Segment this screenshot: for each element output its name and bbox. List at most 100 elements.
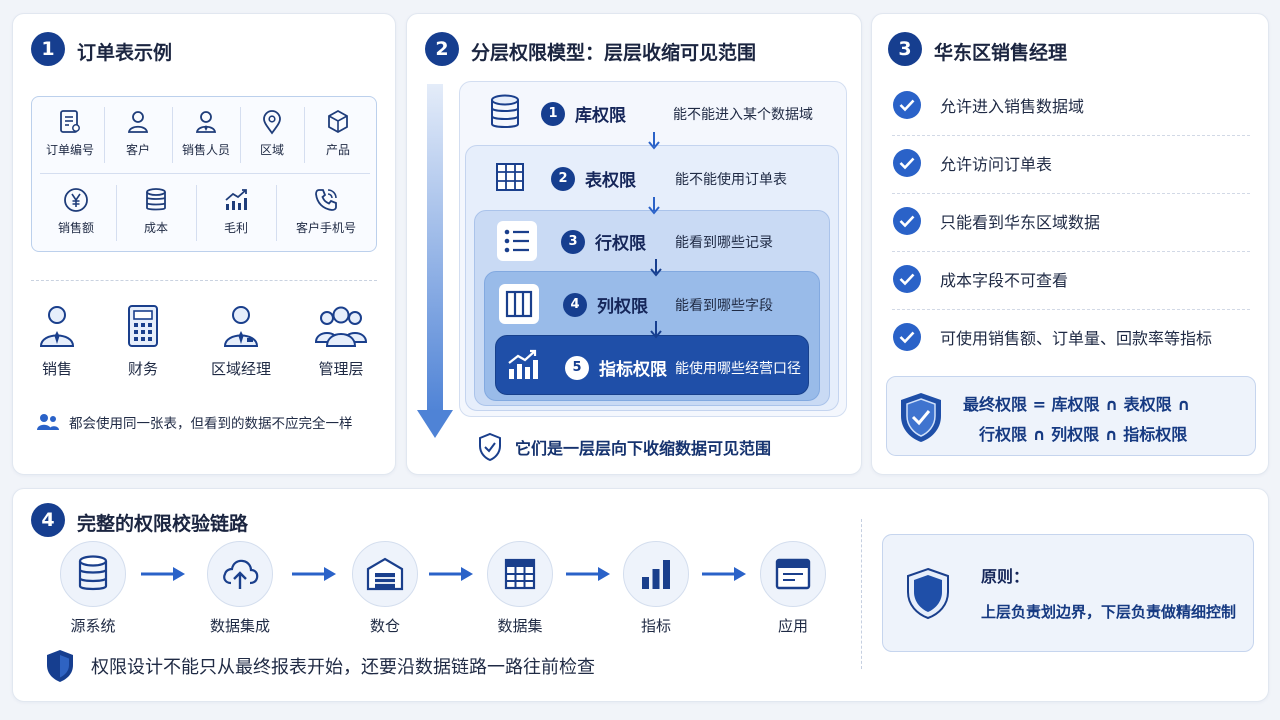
section-title: 完整的权限校验链路 bbox=[77, 513, 249, 535]
note-text: 都会使用同一张表，但看到的数据不应完全一样 bbox=[69, 416, 353, 432]
role-label: 区域经理 bbox=[210, 360, 271, 378]
field-label: 成本 bbox=[143, 221, 168, 235]
order-table-example-panel: 1 订单表示例 订单编号 客户 销售人员 bbox=[12, 13, 396, 475]
permission-check-item: 只能看到华东区域数据 bbox=[892, 206, 1250, 236]
node-label: 数据集 bbox=[497, 617, 543, 635]
role-regional-manager: 区域经理 bbox=[199, 304, 283, 379]
field-gross-profit: 毛利 bbox=[196, 187, 276, 236]
field-label: 销售额 bbox=[57, 221, 94, 235]
final-permission-formula-line1: 最终权限 = 库权限 ∩ 表权限 ∩ bbox=[963, 395, 1191, 414]
field-label: 毛利 bbox=[223, 221, 248, 235]
layer-3-label: 3 行权限 bbox=[561, 229, 646, 254]
principle-box: 原则： 上层负责划边界，下层负责做精细控制 bbox=[882, 534, 1254, 652]
permission-check-item: 成本字段不可查看 bbox=[892, 264, 1250, 294]
right-arrow-icon bbox=[566, 565, 612, 583]
database-icon bbox=[489, 94, 521, 130]
app-window-icon bbox=[775, 558, 811, 590]
role-sales: 销售 bbox=[29, 304, 85, 379]
layer-5-label: 5 指标权限 bbox=[565, 355, 667, 380]
field-label: 客户 bbox=[125, 143, 150, 157]
node-label: 数据集成 bbox=[209, 617, 270, 635]
chain-node-data-integration: 数据集成 bbox=[190, 541, 290, 636]
field-label: 销售人员 bbox=[181, 143, 230, 157]
divider bbox=[892, 193, 1250, 194]
check-circle-icon bbox=[892, 90, 922, 120]
phone-icon bbox=[313, 187, 339, 213]
box-icon bbox=[326, 109, 350, 135]
permission-check-item: 允许进入销售数据域 bbox=[892, 90, 1250, 120]
layer-name: 库权限 bbox=[575, 106, 626, 126]
chain-node-source-system: 源系统 bbox=[43, 541, 143, 636]
layer-name: 列权限 bbox=[597, 297, 648, 317]
right-arrow-icon bbox=[702, 565, 748, 583]
manager-icon bbox=[221, 304, 261, 348]
chain-node-dataset: 数据集 bbox=[470, 541, 570, 636]
divider bbox=[892, 135, 1250, 136]
bar-chart-icon bbox=[639, 557, 673, 591]
node-circle bbox=[352, 541, 418, 607]
node-label: 源系统 bbox=[70, 617, 116, 635]
group-icon bbox=[315, 304, 367, 348]
section-title: 订单表示例 bbox=[77, 42, 173, 64]
right-arrow-icon bbox=[141, 565, 187, 583]
node-circle bbox=[760, 541, 826, 607]
final-permission-formula-line2: 行权限 ∩ 列权限 ∩ 指标权限 bbox=[979, 425, 1188, 444]
trend-chart-icon bbox=[223, 187, 249, 213]
principle-title: 原则： bbox=[981, 567, 1030, 586]
warehouse-icon bbox=[366, 557, 404, 591]
role-label: 财务 bbox=[127, 360, 158, 378]
node-label: 指标 bbox=[640, 617, 671, 635]
node-circle bbox=[207, 541, 273, 607]
layer-number: 2 bbox=[551, 166, 575, 191]
section-number-badge: 4 bbox=[31, 503, 65, 537]
layer-desc: 能看到哪些记录 bbox=[675, 235, 773, 251]
node-circle bbox=[623, 541, 689, 607]
field-cost: 成本 bbox=[116, 187, 196, 236]
shield-check-icon bbox=[477, 432, 503, 462]
divider bbox=[31, 280, 377, 281]
field-label: 区域 bbox=[259, 143, 284, 157]
east-china-sales-manager-panel: 3 华东区销售经理 允许进入销售数据域 允许访问订单表 只能看到华东区域数据 成… bbox=[871, 13, 1269, 475]
layer-name: 表权限 bbox=[585, 171, 636, 191]
bar-trend-icon bbox=[507, 348, 539, 380]
divider bbox=[892, 251, 1250, 252]
layer-2-label: 2 表权限 bbox=[551, 166, 636, 191]
check-text: 可使用销售额、订单量、回款率等指标 bbox=[940, 329, 1213, 348]
check-circle-icon bbox=[892, 322, 922, 352]
layer-desc: 能不能进入某个数据域 bbox=[673, 107, 813, 123]
layer-desc: 能不能使用订单表 bbox=[675, 172, 787, 188]
yen-icon bbox=[63, 187, 89, 213]
users-icon bbox=[37, 413, 59, 431]
down-arrow-icon bbox=[648, 197, 660, 217]
field-label: 客户手机号 bbox=[295, 221, 356, 235]
right-arrow-icon bbox=[292, 565, 338, 583]
note-text: 权限设计不能只从最终报表开始，还要沿数据链路一路往前检查 bbox=[91, 657, 595, 678]
permission-check-chain-panel: 4 完整的权限校验链路 源系统 数据集成 数仓 数据集 指标 应用 bbox=[12, 488, 1269, 702]
section-title: 分层权限模型：层层收缩可见范围 bbox=[471, 42, 757, 64]
final-permission-box: 最终权限 = 库权限 ∩ 表权限 ∩ 行权限 ∩ 列权限 ∩ 指标权限 bbox=[886, 376, 1256, 456]
shield-icon bbox=[45, 649, 75, 683]
layer-number: 3 bbox=[561, 229, 585, 254]
layer-summary-note: 它们是一层层向下收缩数据可见范围 bbox=[477, 432, 771, 462]
role-finance: 财务 bbox=[115, 304, 171, 379]
coins-icon bbox=[143, 187, 169, 213]
cloud-upload-icon bbox=[221, 557, 259, 591]
calculator-icon bbox=[123, 304, 163, 348]
role-label: 销售 bbox=[41, 360, 72, 378]
columns-icon bbox=[505, 290, 533, 318]
document-icon bbox=[58, 109, 82, 135]
list-icon bbox=[503, 228, 531, 254]
check-circle-icon bbox=[892, 264, 922, 294]
field-customer: 客户 bbox=[104, 109, 172, 158]
note-text: 它们是一层层向下收缩数据可见范围 bbox=[515, 439, 772, 458]
sales-person-icon bbox=[194, 109, 218, 135]
node-circle bbox=[60, 541, 126, 607]
shrink-down-arrow-icon bbox=[417, 84, 453, 440]
field-order-id: 订单编号 bbox=[36, 109, 104, 158]
section-number-badge: 3 bbox=[888, 32, 922, 66]
layer-desc: 能使用哪些经营口径 bbox=[675, 361, 801, 377]
right-arrow-icon bbox=[429, 565, 475, 583]
check-text: 允许进入销售数据域 bbox=[940, 97, 1085, 116]
layer-metric bbox=[495, 335, 809, 395]
chain-footer-note: 权限设计不能只从最终报表开始，还要沿数据链路一路往前检查 bbox=[45, 649, 595, 683]
